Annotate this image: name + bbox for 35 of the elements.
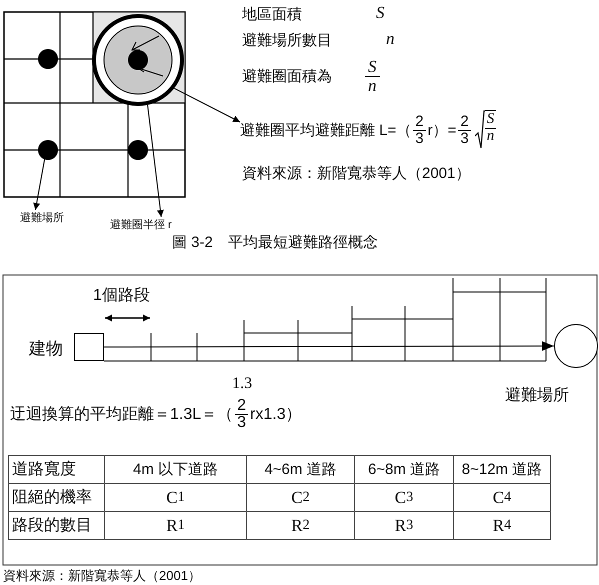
table-cell: 路段的數目 — [8, 511, 105, 540]
fraction-numerator: S — [368, 58, 376, 76]
node-label: 避難場所 — [505, 386, 569, 406]
table-header-cell: 8~12m 道路 — [453, 455, 551, 484]
fraction-denominator: n — [484, 128, 496, 144]
formula-text: r）= — [428, 120, 456, 140]
note-text: 1個路段 — [93, 286, 150, 306]
node-label: 避難場所 — [20, 210, 64, 225]
formula-text: 避難圈平均避難距離 L=（ — [240, 120, 412, 140]
note-text: 避難圈面積為 — [242, 67, 332, 86]
fraction-denominator: 3 — [235, 414, 248, 432]
formula-text: 1.3 — [232, 376, 252, 392]
fraction-numerator: 2 — [415, 114, 424, 130]
note-text: 資料來源：新階寬恭等人（2001） — [3, 567, 201, 585]
note-text: 資料來源：新階寬恭等人（2001） — [242, 164, 470, 183]
arrow — [104, 341, 554, 351]
node-label: 建物 — [29, 338, 63, 360]
figure-caption: 圖 3-2 平均最短避難路徑概念 — [172, 233, 378, 252]
fraction-denominator: 3 — [458, 130, 471, 146]
fraction-denominator: n — [365, 76, 380, 95]
leader-line — [33, 158, 46, 210]
note-text: 避難場所數目 — [242, 31, 332, 50]
leader-line — [174, 88, 240, 122]
variable-symbol: n — [386, 29, 394, 49]
table-header-cell: 道路寬度 — [8, 455, 105, 484]
node-label: 避難圈半徑 r — [110, 217, 172, 232]
note-text: 地區面積 — [242, 5, 302, 24]
fraction-numerator: 2 — [460, 114, 469, 130]
leader-line — [147, 104, 164, 218]
variable-symbol: S — [376, 3, 384, 23]
formula-text: rx1.3） — [250, 405, 302, 426]
fraction-denominator: 3 — [413, 130, 426, 146]
fraction-numerator: S — [486, 112, 494, 128]
formula-text: 迂迴換算的平均距離＝1.3L＝（ — [10, 405, 234, 426]
fraction-numerator: 2 — [237, 398, 246, 414]
